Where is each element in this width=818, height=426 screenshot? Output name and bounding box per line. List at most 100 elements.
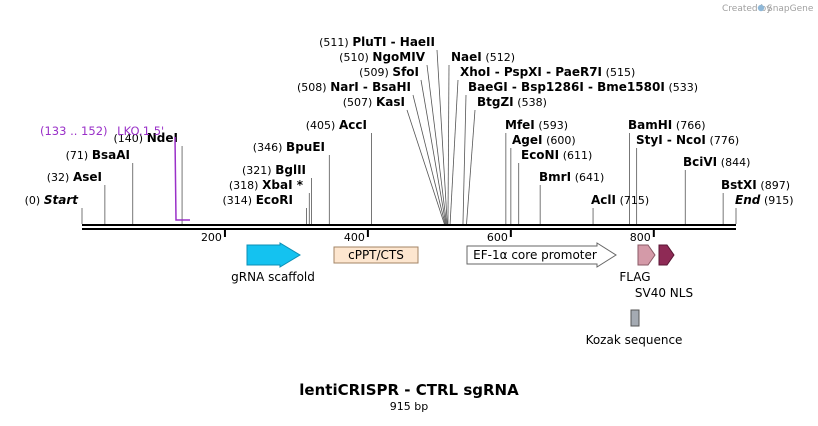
site-label-pluti[interactable]: (511) PluTI - HaeII [319,35,435,49]
site-label-ecori[interactable]: (314) EcoRI [222,193,293,207]
site-position: (71) [66,149,89,162]
enzyme-name: BamHI [628,118,672,132]
site-position: (508) [297,81,327,94]
site-label-acci[interactable]: (405) AccI [306,118,367,132]
site-label-bcivi[interactable]: BciVI (844) [683,155,750,169]
enzyme-name: BtgZI [477,95,514,109]
feature-flag[interactable]: FLAG [619,244,656,284]
enzyme-name: EcoRI [256,193,293,207]
site-label-bamhi[interactable]: BamHI (766) [628,118,706,132]
site-label-xhoi[interactable]: XhoI - PspXI - PaeR7I (515) [460,65,635,79]
ruler-tick-label: 800 [630,231,651,244]
feature-ef1a-promoter[interactable]: EF-1α core promoter [466,242,617,268]
site-label-sfoi[interactable]: (509) SfoI [359,65,419,79]
site-label-baegi[interactable]: BaeGI - Bsp1286I - Bme1580I (533) [468,80,698,94]
site-position: (509) [359,66,389,79]
site-position: (321) [242,164,272,177]
site-label-end[interactable]: End (915) [735,193,794,207]
primer-range: (133 .. 152) [40,124,108,138]
site-label-start[interactable]: (0) Start [25,193,80,207]
name-separator: - [542,65,555,79]
kozak-label: Kozak sequence [586,333,683,347]
site-position: (512) [485,51,515,64]
enzyme-name: BciVI [683,155,717,169]
enzyme-name: Start [44,193,79,207]
site-label-bmri[interactable]: BmrI (641) [539,170,604,184]
site-label-nari[interactable]: (508) NarI - BsaHI [297,80,411,94]
flag-arrow [637,244,656,266]
enzyme-name: NgoMIV [372,50,425,64]
site-label-naei[interactable]: NaeI (512) [451,50,515,64]
site-position: (766) [676,119,706,132]
site-position: (715) [620,194,650,207]
feature-sv40-nls[interactable]: SV40 NLS [635,244,693,300]
enzyme-name: KasI [376,95,405,109]
map-title: lentiCRISPR - CTRL sgRNA [299,381,519,399]
credit-brand: SnapGene [767,4,814,14]
feature-kozak[interactable]: Kozak sequence [586,309,683,347]
ruler-tick-label: 600 [487,231,508,244]
name-separator: - [584,80,597,94]
site-position: (346) [253,141,283,154]
enzyme-name: NdeI [147,131,178,145]
site-position: (32) [47,171,70,184]
site-label-styi[interactable]: StyI - NcoI (776) [636,133,739,147]
cppt-cts-box [333,246,419,264]
enzyme-name: SfoI [392,65,419,79]
site-label-mfei[interactable]: MfeI (593) [505,118,568,132]
primer-name: LKO.1 5' [117,124,164,138]
kozak-box [630,309,640,327]
map-length: 915 bp [390,400,428,413]
snapgene-logo-icon: SnapGene [757,4,814,14]
site-label-kasi[interactable]: (507) KasI [343,95,405,109]
site-position: (776) [710,134,740,147]
site-label-bstxi[interactable]: BstXI (897) [721,178,790,192]
site-label-ndei[interactable]: (140) NdeI [114,131,179,145]
enzyme-name: HaeII [400,35,435,49]
site-label-acli[interactable]: AclI (715) [591,193,649,207]
enzyme-name: AccI [339,118,367,132]
grna-scaffold-label: gRNA scaffold [231,270,315,284]
site-position: (538) [517,96,547,109]
site-label-bsaai[interactable]: (71) BsaAI [66,148,130,162]
site-line [462,94,467,225]
site-label-agei[interactable]: AgeI (600) [512,133,576,147]
feature-grna-scaffold[interactable]: gRNA scaffold [231,242,315,284]
enzyme-name: End [735,193,761,207]
site-position: (915) [764,194,794,207]
site-labels: (0) Start (32) AseI (71) BsaAI (140) NdeI (3… [25,35,794,207]
enzyme-name: BsaAI [92,148,130,162]
site-position: (314) [222,194,252,207]
site-label-xbai[interactable]: (318) XbaI * [229,178,304,192]
ruler-tick-label: 400 [344,231,365,244]
site-label-bglii[interactable]: (321) BglII [242,163,306,177]
enzyme-name: AseI [73,170,102,184]
primer-lko1[interactable]: (133 .. 152) LKO.1 5' [40,124,190,221]
name-separator: - [359,80,372,94]
cppt-cts-label: cPPT/CTS [348,248,404,262]
name-separator: - [663,133,676,147]
site-position: (515) [606,66,636,79]
site-line [406,109,445,225]
enzyme-name: StyI [636,133,663,147]
sv40-nls-arrow [658,244,675,266]
site-line [412,94,446,225]
feature-cppt-cts[interactable]: cPPT/CTS [333,246,419,264]
enzyme-name: PluTI [352,35,386,49]
site-label-econi[interactable]: EcoNI (611) [521,148,592,162]
site-line [426,64,447,225]
site-label-btgzi[interactable]: BtgZI (538) [477,95,547,109]
site-label-ngomiv[interactable]: (510) NgoMIV [339,50,426,64]
enzyme-name: PaeR7I [555,65,602,79]
enzyme-name: XhoI [460,65,491,79]
enzyme-name: EcoNI [521,148,559,162]
credit-text: Created by [722,4,772,14]
site-label-bpuei[interactable]: (346) BpuEI [253,140,325,154]
site-position: (844) [721,156,751,169]
site-line [436,49,448,225]
site-position: (318) [229,179,259,192]
enzyme-name: XbaI * [262,178,304,192]
site-label-asei[interactable]: (32) AseI [47,170,102,184]
ef1a-promoter-label: EF-1α core promoter [473,248,597,262]
